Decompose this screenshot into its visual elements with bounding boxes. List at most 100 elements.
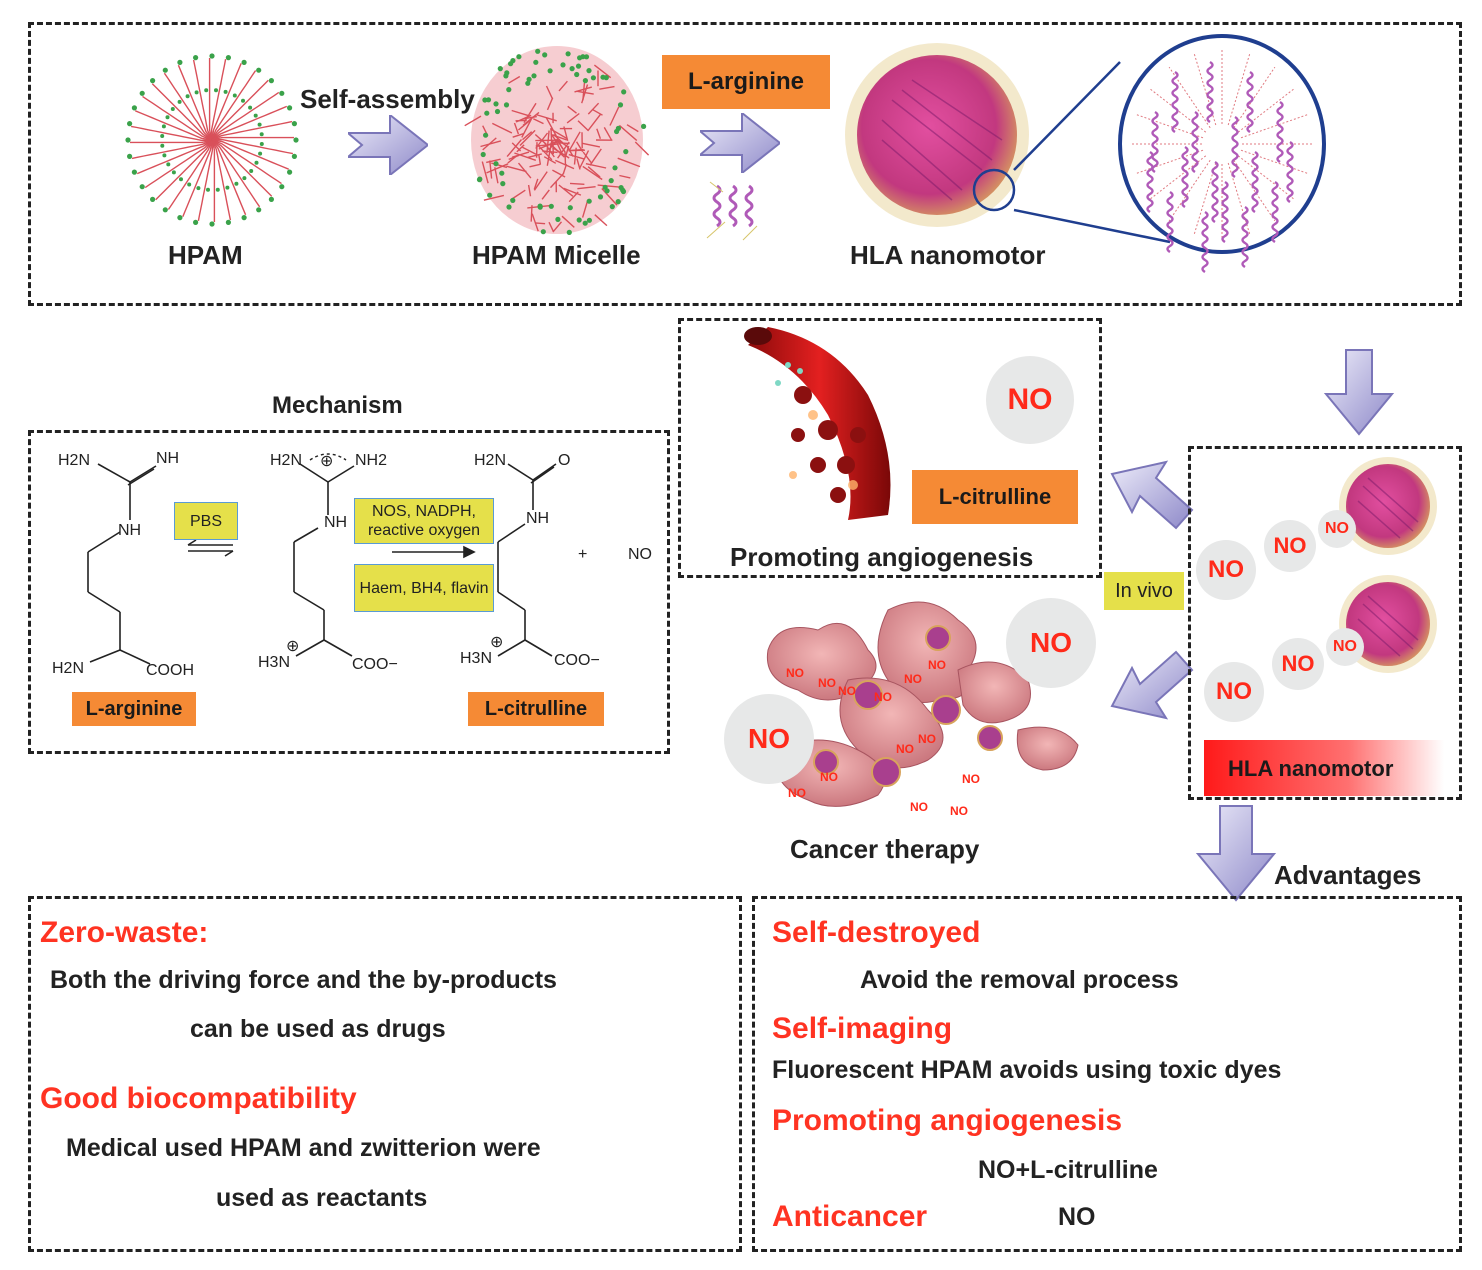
no-small-label: NO bbox=[838, 684, 856, 698]
arg-nh-imine: NH bbox=[156, 450, 180, 467]
cit-nh: NH bbox=[526, 510, 550, 527]
nanomotor-sphere-1 bbox=[1339, 457, 1437, 555]
cofactor-label: Haem, BH4, flavin bbox=[359, 579, 489, 597]
hpam-molecule-illustration bbox=[125, 53, 299, 227]
cofactor-box: Haem, BH4, flavin bbox=[354, 564, 494, 612]
angiogenesis-panel bbox=[678, 318, 1102, 578]
parg-plus-amine: ⊕ bbox=[286, 638, 300, 655]
cancer-therapy-caption: Cancer therapy bbox=[790, 834, 980, 864]
no-bubble-angiogenesis: NO bbox=[986, 356, 1074, 444]
arginine-helix-icon bbox=[706, 181, 758, 241]
l-arginine-tag-mechanism: L-arginine bbox=[72, 692, 196, 726]
hla-nanomotor-label: HLA nanomotor bbox=[850, 240, 1046, 270]
parg-h2n: H2N bbox=[270, 452, 303, 469]
down-arrow-to-nanomotor-panel bbox=[1323, 349, 1395, 436]
no-bubble-cancer-large-2: NO bbox=[724, 694, 814, 784]
l-citrulline-tag-mechanism: L-citrulline bbox=[468, 692, 604, 726]
hla-nanomotor-bar-label: HLA nanomotor bbox=[1228, 756, 1394, 781]
hpam-micelle-illustration bbox=[464, 46, 650, 235]
cit-h3n: H3N bbox=[460, 650, 493, 667]
no-product: NO bbox=[628, 546, 652, 563]
no-small-label: NO bbox=[820, 770, 838, 784]
no-bubble-panel-1: NO bbox=[1196, 540, 1256, 600]
promoting-angiogenesis-caption: Promoting angiogenesis bbox=[730, 542, 1034, 572]
parg-plus-top: ⊕ bbox=[320, 453, 334, 470]
nanomotor-zoom-inset bbox=[1118, 34, 1326, 274]
cancer-cells-illustration bbox=[766, 601, 1079, 807]
advantages-down-arrow bbox=[1195, 805, 1277, 902]
pbs-box: PBS bbox=[174, 502, 238, 540]
arrow-to-angiogenesis bbox=[1110, 460, 1194, 530]
no-bubble-panel-3: NO bbox=[1318, 510, 1356, 548]
parg-coo: COO− bbox=[352, 656, 398, 673]
anticancer-title: Anticancer bbox=[772, 1200, 928, 1233]
biocompatibility-line-2: used as reactants bbox=[216, 1184, 428, 1212]
arg-h2n-top: H2N bbox=[58, 452, 91, 469]
hpam-micelle-label: HPAM Micelle bbox=[472, 240, 641, 270]
mechanism-title: Mechanism bbox=[272, 392, 403, 419]
blood-vessel-illustration bbox=[744, 327, 891, 520]
hla-nanomotor-illustration bbox=[845, 43, 1029, 227]
arg-h2n-alpha: H2N bbox=[52, 660, 85, 677]
cit-h2n: H2N bbox=[474, 452, 507, 469]
hla-nanomotor-bar bbox=[1204, 740, 1444, 796]
top-panel bbox=[28, 22, 1462, 306]
no-small-label: NO bbox=[818, 676, 836, 690]
advantages-label: Advantages bbox=[1274, 860, 1422, 890]
arginine-addition-arrow bbox=[700, 113, 780, 173]
no-small-label: NO bbox=[910, 800, 928, 814]
no-small-label: NO bbox=[786, 666, 804, 680]
no-small-label: NO bbox=[950, 804, 968, 818]
promoting-angiogenesis-text: NO+L-citrulline bbox=[978, 1156, 1158, 1184]
cit-coo: COO− bbox=[554, 652, 600, 669]
no-bubble-panel-5: NO bbox=[1272, 638, 1324, 690]
no-small-label: NO bbox=[904, 672, 922, 686]
nanomotor-sphere-2 bbox=[1339, 575, 1437, 673]
no-small-label: NO bbox=[896, 742, 914, 756]
parg-h3n: H3N bbox=[258, 654, 291, 671]
arrow-to-cancer bbox=[1110, 650, 1194, 720]
no-small-label: NO bbox=[962, 772, 980, 786]
hpam-label: HPAM bbox=[168, 240, 243, 270]
enzyme-box: NOS, NADPH, reactive oxygen bbox=[354, 498, 494, 544]
no-small-label: NO bbox=[928, 658, 946, 672]
plus-sign: + bbox=[578, 546, 588, 563]
enzyme-label: NOS, NADPH, reactive oxygen bbox=[367, 503, 481, 539]
arg-cooh: COOH bbox=[146, 662, 194, 679]
no-small-label: NO bbox=[874, 690, 892, 704]
no-bubble-cancer-large-1: NO bbox=[1006, 598, 1096, 688]
biocompatibility-line-1: Medical used HPAM and zwitterion were bbox=[66, 1134, 541, 1162]
mechanism-panel bbox=[28, 430, 670, 754]
in-vivo-label: In vivo bbox=[1115, 579, 1173, 602]
self-destroyed-text: Avoid the removal process bbox=[860, 966, 1179, 994]
biocompatibility-title: Good biocompatibility bbox=[40, 1082, 357, 1115]
cit-plus-amine: ⊕ bbox=[490, 634, 504, 651]
self-destroyed-title: Self-destroyed bbox=[772, 916, 981, 949]
zoom-connector-lines bbox=[1013, 61, 1171, 244]
no-small-label: NO bbox=[788, 786, 806, 800]
bottom-left-panel bbox=[28, 896, 742, 1252]
anticancer-text: NO bbox=[1058, 1203, 1096, 1231]
zero-waste-line-2: can be used as drugs bbox=[190, 1015, 446, 1043]
self-imaging-title: Self-imaging bbox=[772, 1012, 953, 1045]
no-bubble-panel-2: NO bbox=[1264, 520, 1316, 572]
self-assembly-label: Self-assembly bbox=[300, 84, 475, 114]
in-vivo-badge: In vivo bbox=[1104, 572, 1184, 610]
no-small-label: NO bbox=[918, 732, 936, 746]
no-bubble-panel-4: NO bbox=[1204, 662, 1264, 722]
pbs-label: PBS bbox=[189, 512, 222, 530]
mechanism-bonds bbox=[87, 453, 557, 665]
bottom-right-panel bbox=[752, 896, 1462, 1252]
arg-nh-amine: NH bbox=[118, 522, 142, 539]
self-assembly-arrow bbox=[348, 115, 428, 175]
no-bubble-panel-6: NO bbox=[1326, 628, 1364, 666]
self-imaging-text: Fluorescent HPAM avoids using toxic dyes bbox=[772, 1056, 1282, 1084]
nanomotor-panel bbox=[1188, 446, 1462, 800]
zero-waste-title: Zero-waste: bbox=[40, 916, 209, 949]
l-citrulline-tag-angiogenesis: L-citrulline bbox=[912, 470, 1078, 524]
zero-waste-line-1: Both the driving force and the by-produc… bbox=[50, 966, 557, 994]
parg-nh2: NH2 bbox=[355, 452, 388, 469]
cit-o: O bbox=[558, 452, 571, 469]
promoting-angiogenesis-title: Promoting angiogenesis bbox=[772, 1104, 1123, 1137]
parg-nh: NH bbox=[324, 514, 348, 531]
